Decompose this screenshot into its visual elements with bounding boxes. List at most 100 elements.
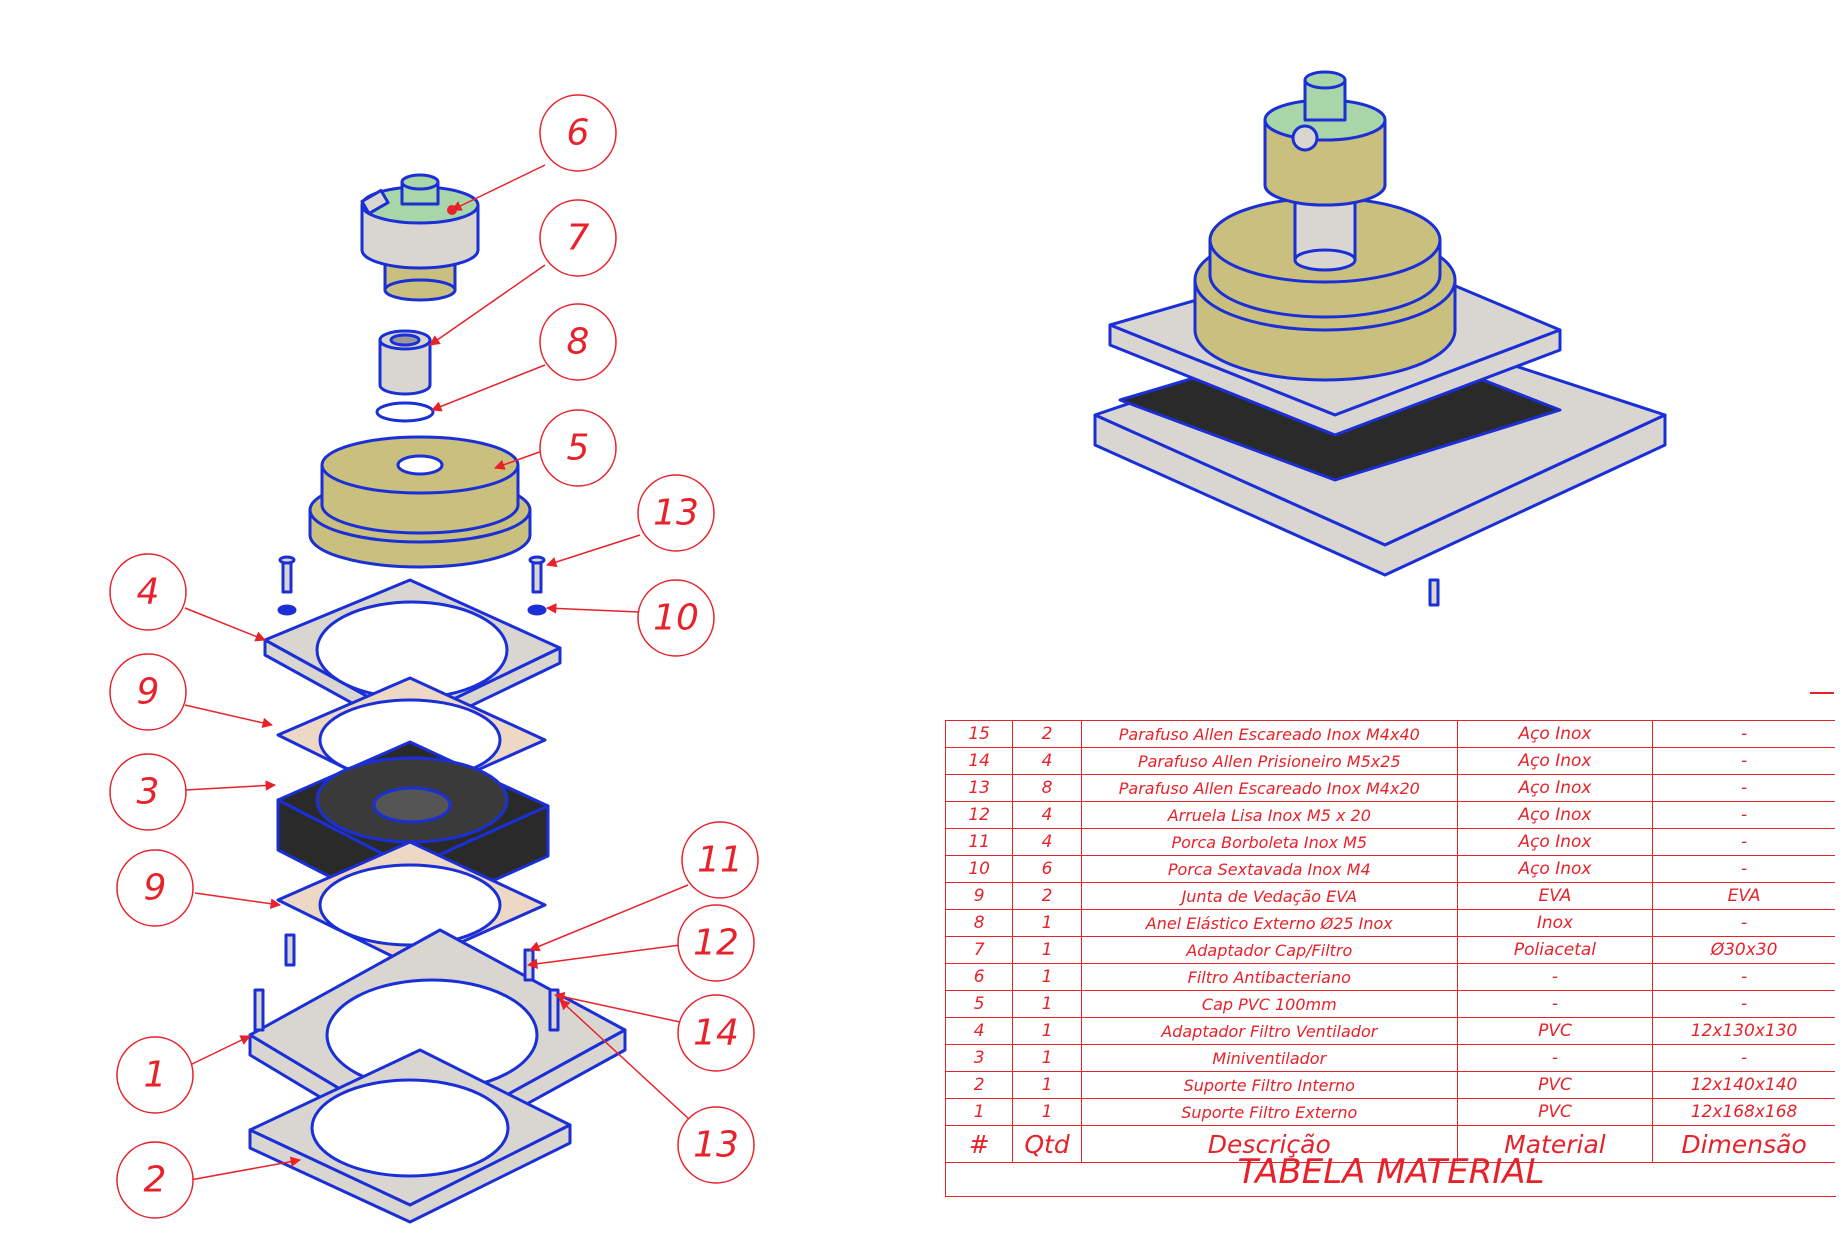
table-cell-desc: Adaptador Cap/Filtro — [1080, 936, 1458, 964]
callout-1: 1 — [144, 1055, 167, 1096]
table-cell-dim: 12x130x130 — [1652, 1017, 1835, 1045]
table-cell-idx: 2 — [944, 1071, 1014, 1099]
table-cell-desc: Adaptador Filtro Ventilador — [1080, 1017, 1458, 1045]
callout-11: 11 — [697, 840, 743, 881]
table-cell-qtd: 1 — [1012, 1017, 1082, 1045]
part-2-internal-support — [248, 1048, 572, 1224]
leader-lines — [184, 164, 691, 1181]
callout-3: 3 — [137, 772, 160, 813]
table-cell-mat: PVC — [1456, 1098, 1654, 1126]
table-cell-dim: 12x140x140 — [1652, 1071, 1835, 1099]
table-cell-qtd: 1 — [1012, 909, 1082, 937]
callout-8: 8 — [567, 322, 590, 363]
table-cell-desc: Porca Borboleta Inox M5 — [1080, 828, 1458, 856]
part-7-adapter — [378, 329, 432, 396]
table-cell-mat: - — [1456, 963, 1654, 991]
table-cell-dim: - — [1652, 774, 1835, 802]
callout-6: 6 — [567, 113, 590, 154]
table-cell-dim: - — [1652, 747, 1835, 775]
table-cell-dim: - — [1652, 801, 1835, 829]
callout-numbers: 6 7 8 5 13 10 4 9 3 9 11 12 14 1 13 2 — [137, 113, 743, 1201]
table-cell-mat: EVA — [1456, 882, 1654, 910]
part-5-cap — [308, 435, 532, 569]
callout-14: 14 — [693, 1013, 739, 1054]
table-cell-dim: - — [1652, 855, 1835, 883]
table-cell-desc: Cap PVC 100mm — [1080, 990, 1458, 1018]
part-6-filter — [360, 173, 480, 302]
table-cell-dim: - — [1652, 720, 1835, 748]
table-cell-dim: - — [1652, 909, 1835, 937]
table-cell-idx: 11 — [944, 828, 1014, 856]
table-cell-qtd: 2 — [1012, 882, 1082, 910]
table-cell-mat: - — [1456, 1044, 1654, 1072]
part-9-gasket-lower — [276, 840, 547, 967]
table-cell-mat: Aço Inox — [1456, 801, 1654, 829]
table-cell-mat: Aço Inox — [1456, 828, 1654, 856]
table-cell-dim: Ø30x30 — [1652, 936, 1835, 964]
exploded-view — [248, 173, 627, 1224]
table-cell-qtd: 1 — [1012, 1098, 1082, 1126]
table-cell-idx: 4 — [944, 1017, 1014, 1045]
table-cell-mat: Aço Inox — [1456, 720, 1654, 748]
table-header-dim: Dimensão — [1652, 1125, 1835, 1163]
part-4-plate — [263, 578, 562, 737]
table-cell-mat: Inox — [1456, 909, 1654, 937]
table-cell-idx: 8 — [944, 909, 1014, 937]
table-cell-qtd: 1 — [1012, 1071, 1082, 1099]
table-cell-idx: 6 — [944, 963, 1014, 991]
table-cell-mat: PVC — [1456, 1017, 1654, 1045]
table-cell-desc: Suporte Filtro Interno — [1080, 1071, 1458, 1099]
table-cell-mat: Aço Inox — [1456, 855, 1654, 883]
part-8-snap-ring — [375, 401, 435, 423]
table-cell-qtd: 1 — [1012, 936, 1082, 964]
callout-12: 12 — [693, 923, 739, 964]
table-cell-qtd: 4 — [1012, 801, 1082, 829]
table-cell-mat: Poliacetal — [1456, 936, 1654, 964]
table-cell-dim: 12x168x168 — [1652, 1098, 1835, 1126]
callout-4: 4 — [137, 572, 160, 613]
table-cell-dim: EVA — [1652, 882, 1835, 910]
assembled-view — [1093, 70, 1667, 607]
table-cell-desc: Junta de Vedação EVA — [1080, 882, 1458, 910]
table-cell-dim: - — [1652, 990, 1835, 1018]
table-cell-desc: Parafuso Allen Escareado Inox M4x40 — [1080, 720, 1458, 748]
table-header-qtd: Qtd — [1012, 1125, 1082, 1163]
table-cell-desc: Anel Elástico Externo Ø25 Inox — [1080, 909, 1458, 937]
table-cell-qtd: 1 — [1012, 963, 1082, 991]
callout-10: 10 — [653, 598, 699, 639]
table-cell-mat: Aço Inox — [1456, 747, 1654, 775]
table-cell-idx: 14 — [944, 747, 1014, 775]
table-cell-qtd: 4 — [1012, 747, 1082, 775]
table-cell-dim: - — [1652, 963, 1835, 991]
table-cell-idx: 5 — [944, 990, 1014, 1018]
table-title: TABELA MATERIAL — [945, 1148, 1836, 1197]
table-cell-qtd: 2 — [1012, 720, 1082, 748]
table-cell-desc: Parafuso Allen Prisioneiro M5x25 — [1080, 747, 1458, 775]
border-tick — [1810, 692, 1834, 694]
table-cell-idx: 10 — [944, 855, 1014, 883]
table-cell-desc: Suporte Filtro Externo — [1080, 1098, 1458, 1126]
table-cell-idx: 1 — [944, 1098, 1014, 1126]
table-cell-desc: Parafuso Allen Escareado Inox M4x20 — [1080, 774, 1458, 802]
table-cell-dim: - — [1652, 828, 1835, 856]
table-cell-idx: 9 — [944, 882, 1014, 910]
callout-9-lower: 9 — [144, 868, 167, 909]
table-cell-qtd: 4 — [1012, 828, 1082, 856]
table-header-desc: Descrição — [1080, 1125, 1458, 1163]
table-cell-desc: Arruela Lisa Inox M5 x 20 — [1080, 801, 1458, 829]
table-cell-mat: - — [1456, 990, 1654, 1018]
table-cell-desc: Filtro Antibacteriano — [1080, 963, 1458, 991]
